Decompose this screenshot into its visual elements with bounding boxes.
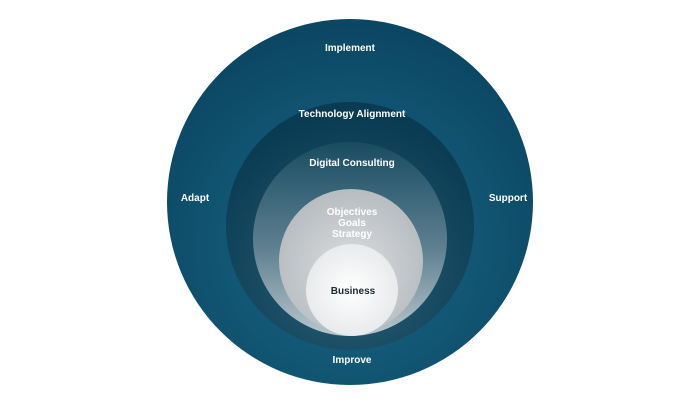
adapt-label: Adapt — [181, 193, 210, 204]
technology-alignment-label: Technology Alignment — [299, 109, 406, 120]
strategy-label: Strategy — [332, 229, 372, 240]
objectives-label: Objectives — [327, 207, 378, 218]
support-label: Support — [489, 193, 528, 204]
improve-label: Improve — [333, 355, 372, 366]
goals-label: Goals — [338, 218, 366, 229]
digital-consulting-label: Digital Consulting — [309, 158, 395, 169]
business-label: Business — [331, 286, 376, 297]
business-core — [306, 244, 398, 336]
implement-label: Implement — [325, 43, 376, 54]
